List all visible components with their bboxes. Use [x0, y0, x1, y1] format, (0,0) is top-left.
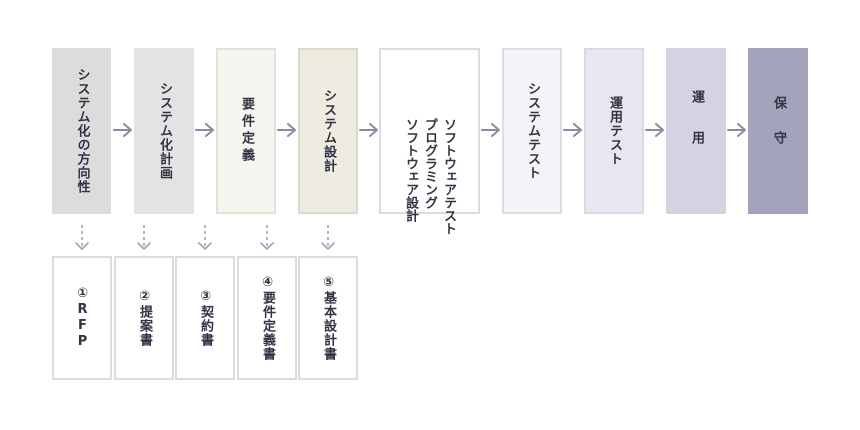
doc-label: ③契約書 [198, 289, 213, 347]
phase-label: 要件定義 [239, 97, 254, 165]
phase-operation: 運用 [666, 48, 726, 214]
phase-system-direction: システム化の方向性 [52, 48, 111, 214]
phase-label-multiline: ソフトウェアテスト プログラミング ソフトウェア設計 [382, 28, 477, 235]
phase-label: 運用 [689, 90, 704, 172]
phase-label: 保守 [771, 96, 786, 166]
down-arrow-icon [259, 224, 275, 252]
phase-label: システム化の方向性 [74, 68, 90, 194]
right-arrow-icon [563, 122, 583, 138]
phase-operation-test: 運用テスト [584, 48, 644, 214]
phase-label: 運用テスト [607, 96, 622, 166]
doc-requirements-spec: ④要件定義書 [237, 256, 297, 380]
down-arrow-icon [320, 224, 336, 252]
phase-line-programming: プログラミング [422, 117, 437, 209]
doc-proposal: ②提案書 [114, 256, 174, 380]
down-arrow-icon [136, 224, 152, 252]
doc-label: ④要件定義書 [260, 275, 275, 361]
phase-system-design: システム設計 [298, 48, 358, 214]
phase-software-dev: ソフトウェアテスト プログラミング ソフトウェア設計 [379, 48, 480, 235]
phase-system-planning: システム化計画 [134, 48, 194, 214]
phase-label: システム設計 [321, 89, 336, 173]
doc-label: ⑤基本設計書 [321, 275, 336, 361]
phase-label: システム化計画 [157, 82, 172, 180]
down-arrow-icon [74, 224, 90, 252]
right-arrow-icon [645, 122, 665, 138]
phase-requirements-definition: 要件定義 [216, 48, 276, 214]
right-arrow-icon [277, 122, 297, 138]
phase-maintenance: 保守 [748, 48, 808, 214]
right-arrow-icon [113, 122, 133, 138]
right-arrow-icon [359, 122, 379, 138]
doc-label: ②提案書 [137, 289, 152, 347]
doc-contract: ③契約書 [175, 256, 235, 380]
doc-label: ①RFP [75, 286, 90, 350]
phase-line-software-design: ソフトウェア設計 [403, 117, 418, 222]
phase-label: システムテスト [525, 82, 540, 180]
right-arrow-icon [727, 122, 747, 138]
right-arrow-icon [481, 122, 501, 138]
doc-basic-design: ⑤基本設計書 [298, 256, 358, 380]
down-arrow-icon [197, 224, 213, 252]
right-arrow-icon [195, 122, 215, 138]
phase-line-software-test: ソフトウェアテスト [441, 117, 456, 235]
phase-system-test: システムテスト [502, 48, 562, 214]
doc-rfp: ①RFP [52, 256, 112, 380]
